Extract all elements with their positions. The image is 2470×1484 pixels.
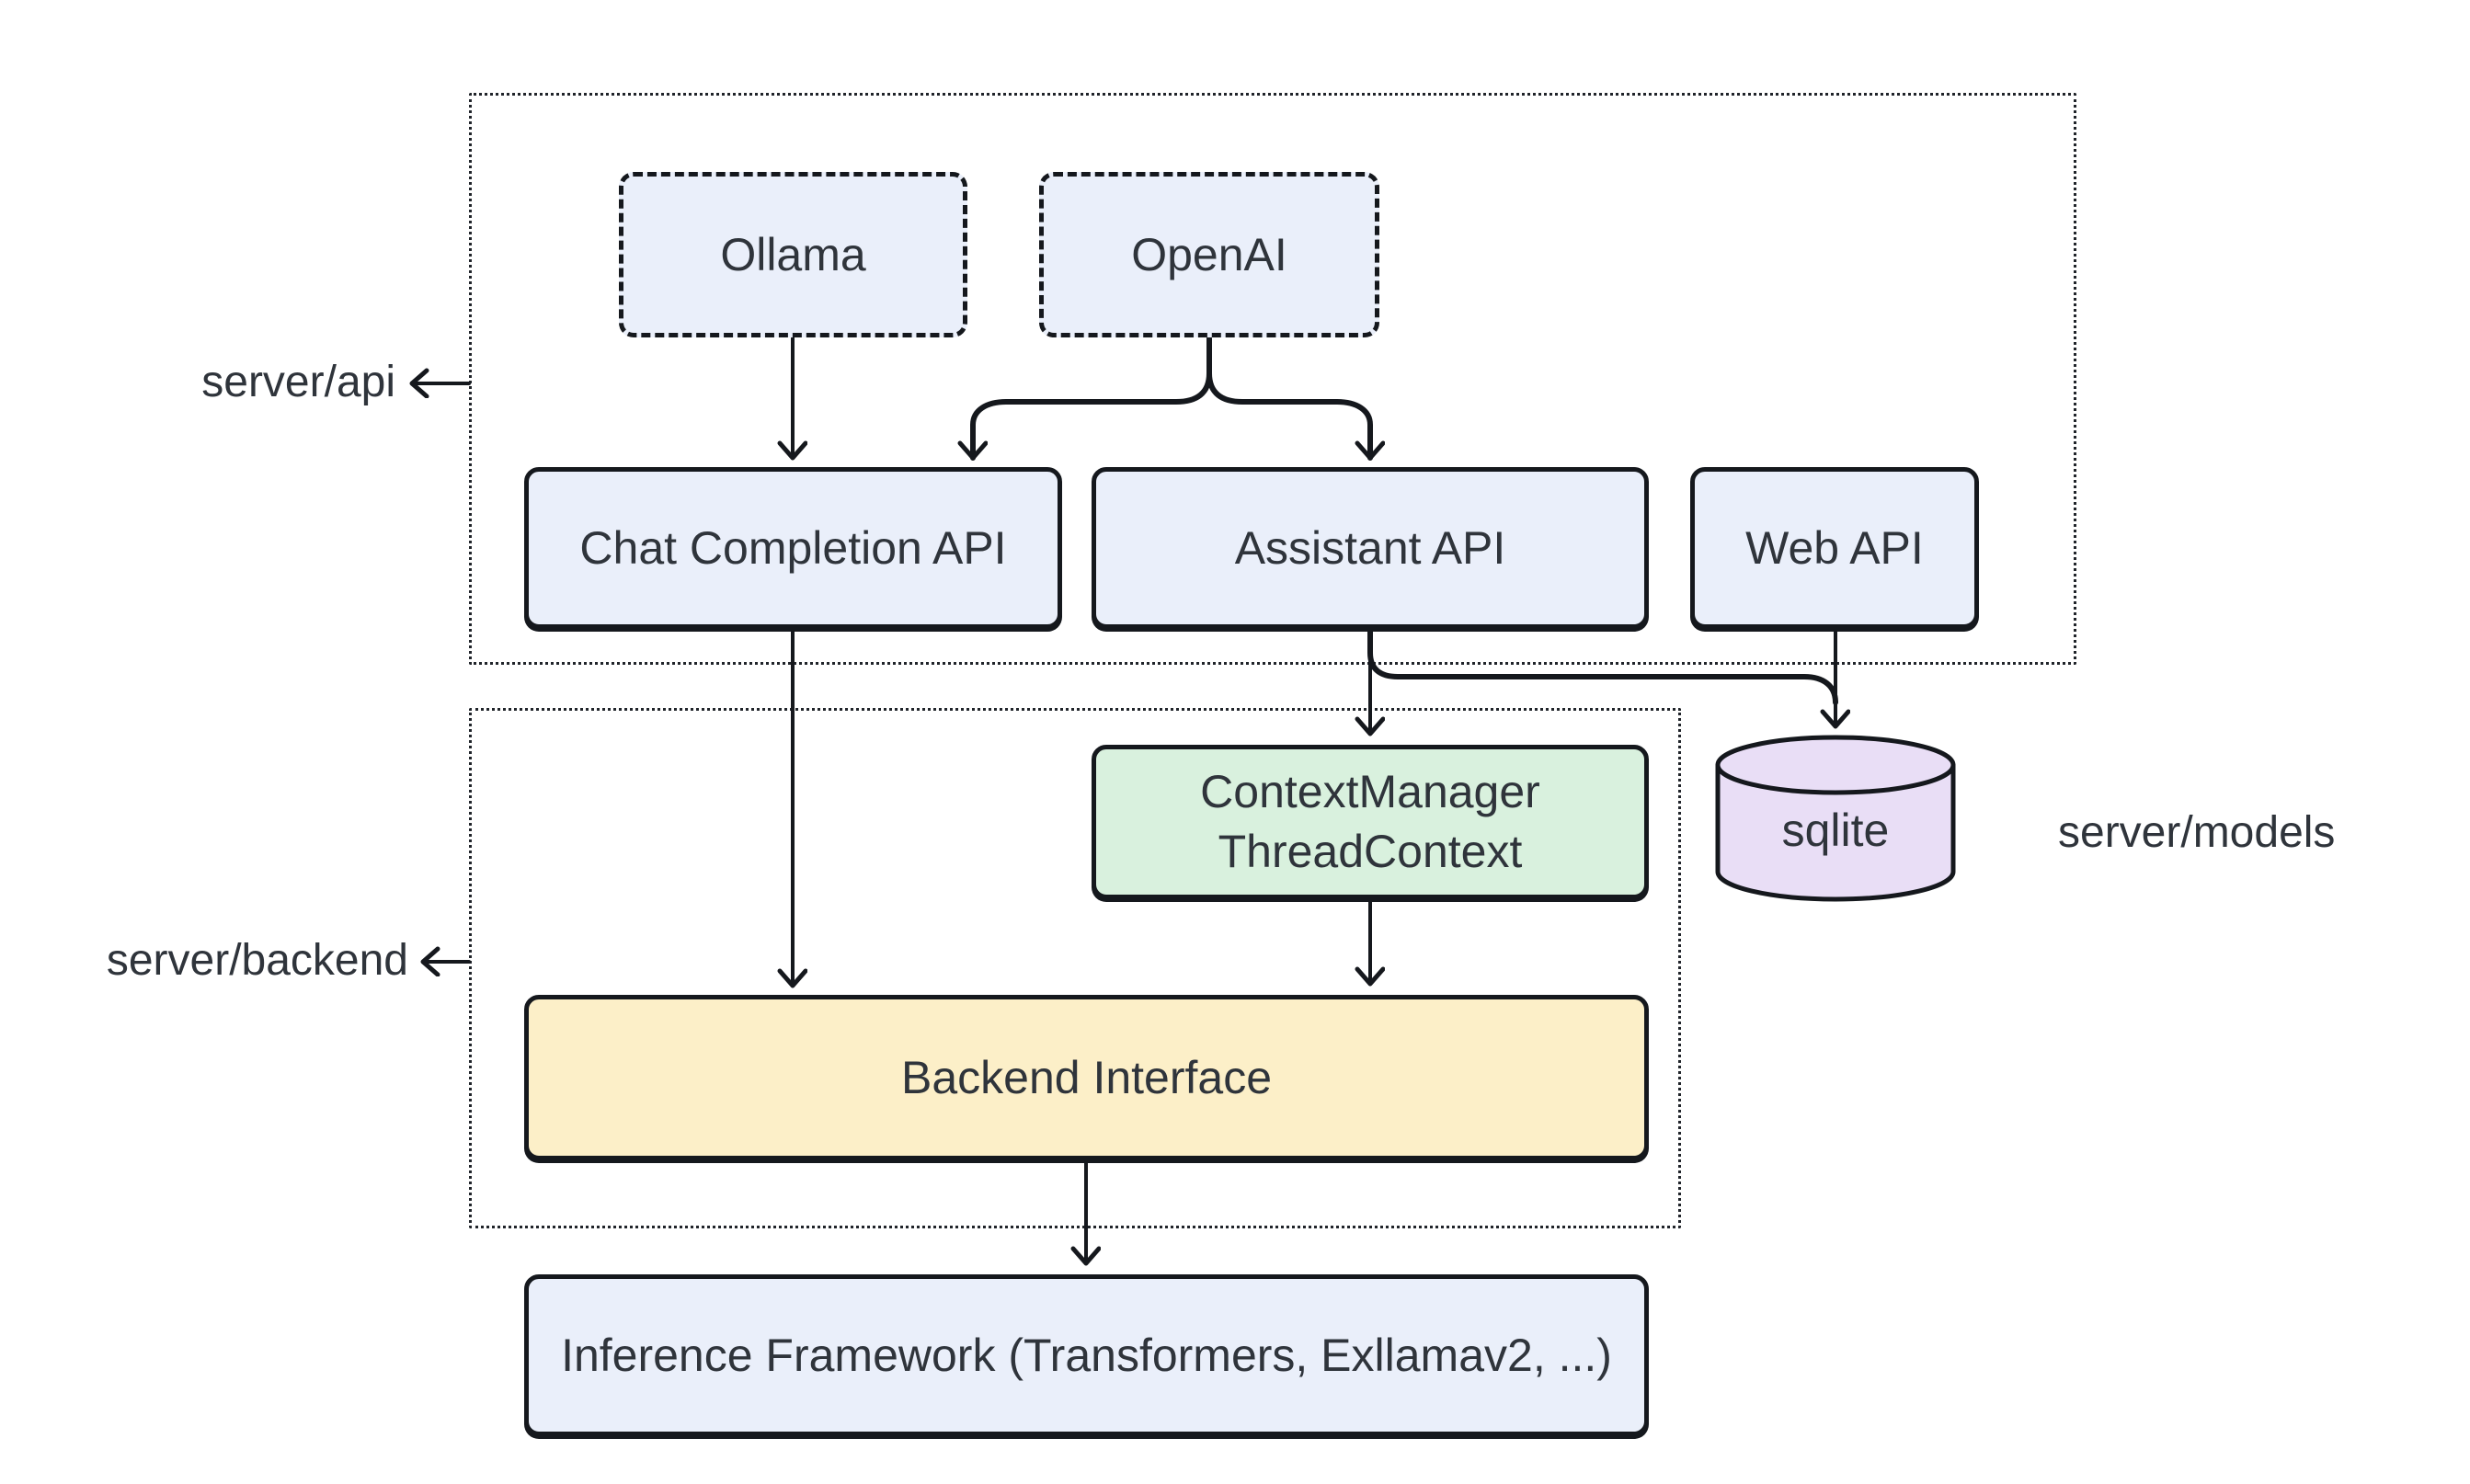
node-context-manager-label: ContextManager ThreadContext xyxy=(1200,762,1540,882)
node-chat-completion-api-label: Chat Completion API xyxy=(579,521,1007,574)
context-manager-line-1: ContextManager xyxy=(1200,766,1540,817)
node-inference-framework-label: Inference Framework (Transformers, Exlla… xyxy=(561,1329,1612,1381)
node-assistant-api-label: Assistant API xyxy=(1234,521,1506,574)
label-server-models: server/models xyxy=(2058,808,2336,857)
node-backend-interface: Backend Interface xyxy=(524,995,1649,1160)
node-ollama-label: Ollama xyxy=(720,228,866,280)
node-sqlite-label: sqlite xyxy=(1718,777,1953,883)
label-server-api: server/api xyxy=(201,358,395,406)
group-server-api xyxy=(469,93,2076,665)
group-server-backend xyxy=(469,708,1681,1228)
node-openai: OpenAI xyxy=(1039,172,1379,337)
node-openai-label: OpenAI xyxy=(1131,228,1287,280)
node-web-api: Web API xyxy=(1690,467,1979,629)
node-context-manager: ContextManager ThreadContext xyxy=(1092,745,1649,899)
label-server-backend: server/backend xyxy=(106,936,408,985)
node-chat-completion-api: Chat Completion API xyxy=(524,467,1062,629)
node-assistant-api: Assistant API xyxy=(1092,467,1649,629)
node-inference-framework: Inference Framework (Transformers, Exlla… xyxy=(524,1274,1649,1436)
sqlite-text: sqlite xyxy=(1781,804,1890,856)
node-web-api-label: Web API xyxy=(1745,521,1924,574)
node-ollama: Ollama xyxy=(619,172,967,337)
node-backend-interface-label: Backend Interface xyxy=(900,1051,1273,1103)
context-manager-line-2: ThreadContext xyxy=(1218,826,1523,877)
